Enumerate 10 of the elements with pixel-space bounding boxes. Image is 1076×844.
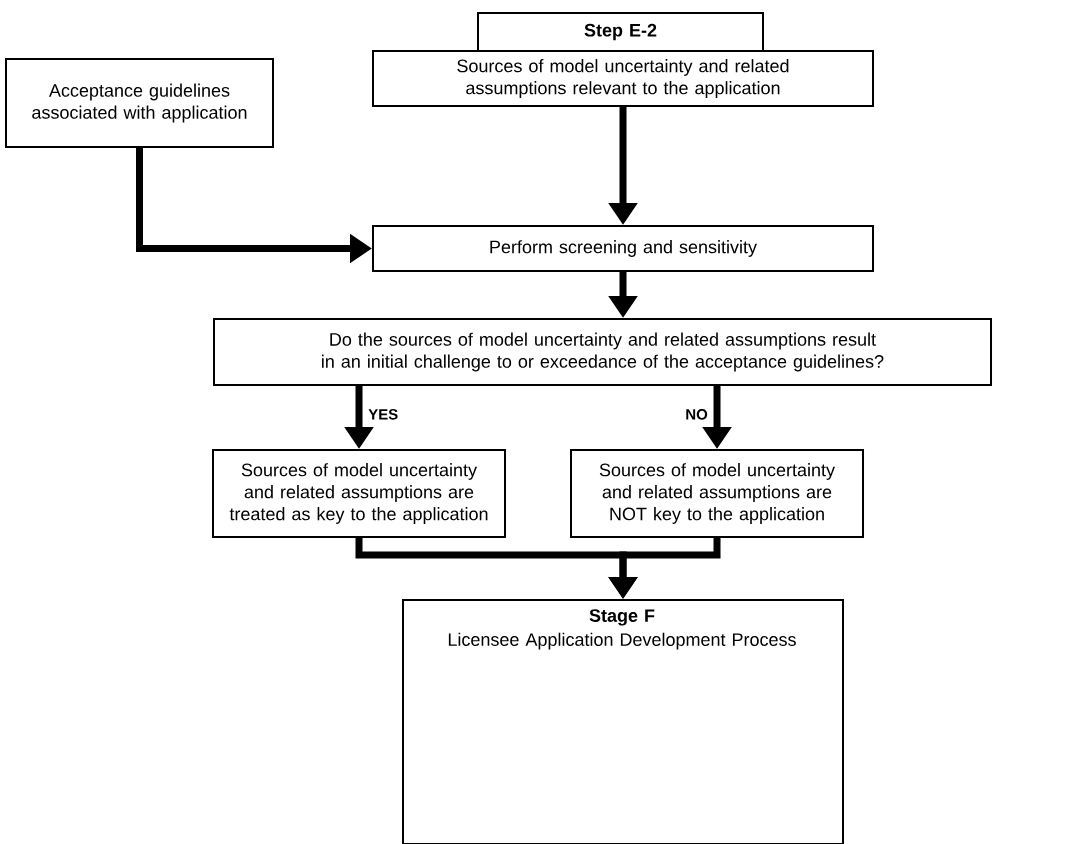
process-box: Stage F Licensee Application Development Process <box>402 599 844 844</box>
process-box: Perform screening and sensitivity <box>372 225 874 272</box>
process-box: Acceptance guidelines associated with application <box>5 58 274 148</box>
edge-label: YES <box>367 408 400 421</box>
process-box: Do the sources of model uncertainty and related assumptions result in an initial challenge to or exceedance of the acceptance guidelines? <box>213 318 992 386</box>
process-box: Sources of model uncertainty and related assumptions relevant to the application <box>372 50 874 107</box>
process-box: Sources of model uncertainty and related assumptions are NOT key to the application <box>570 449 864 538</box>
process-box: Sources of model uncertainty and related assumptions are treated as key to the application <box>212 449 506 538</box>
edge-label: NO <box>684 408 709 421</box>
process-box: Step E-2 <box>477 12 764 52</box>
